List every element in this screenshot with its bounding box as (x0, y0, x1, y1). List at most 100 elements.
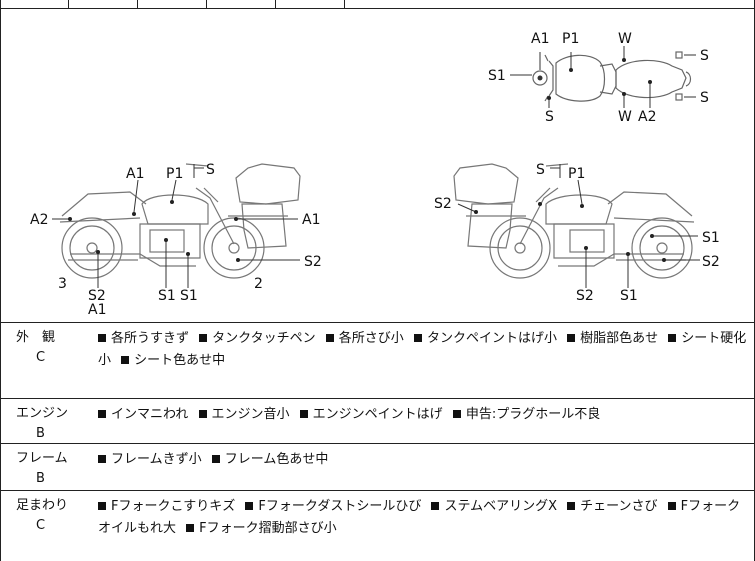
bullet-square-icon (199, 334, 208, 342)
inspection-row-engine: エンジン B インマニわれ エンジン音小 エンジンペイントはげ 申告:プラグホー… (0, 398, 755, 443)
bullet-square-icon (431, 502, 440, 510)
right-view-motorcycle (453, 163, 695, 279)
diagram-label: A1 (126, 166, 144, 182)
row-category: エンジン B (16, 404, 78, 444)
bullet-square-icon (98, 334, 106, 342)
bullet-square-icon (413, 334, 422, 342)
note-item: 各所さび小 (338, 331, 404, 346)
row-notes: Fフォークこすりキズ Fフォークダストシールひび ステムベアリングX チェーンさ… (98, 496, 748, 540)
table-divider (0, 443, 755, 444)
bullet-square-icon (567, 334, 576, 342)
row-notes: 各所うすきず タンクタッチペン 各所さび小 タンクペイントはげ小 樹脂部色あせ … (98, 328, 748, 372)
row-category: 外 観 C (16, 328, 78, 368)
category-name: エンジン (16, 406, 69, 421)
table-divider (0, 398, 755, 399)
note-item: 各所うすきず (111, 331, 190, 346)
diagram-label: S (536, 162, 545, 178)
note-item: シート色あせ中 (134, 353, 226, 368)
note-item: シート硬化小 (98, 331, 747, 368)
bullet-square-icon (198, 410, 207, 418)
diagram-label: S (700, 90, 709, 106)
diagram-label: S1 (158, 288, 176, 304)
note-item: ステムベアリングX (444, 499, 557, 514)
bullet-square-icon (567, 502, 576, 510)
bullet-square-icon (667, 502, 676, 510)
diagram-label: P1 (562, 31, 579, 47)
note-item: エンジン音小 (211, 407, 290, 422)
bullet-square-icon (452, 410, 461, 418)
diagram-label: A1 (531, 31, 549, 47)
note-item: チェーンさび (580, 499, 658, 514)
bullet-square-icon (299, 410, 308, 418)
note-item: フレームきず小 (111, 452, 202, 467)
diagram-label: 2 (254, 276, 263, 292)
note-item: Fフォークオイルもれ大 (98, 499, 741, 536)
diagram-label: A1 (302, 212, 320, 228)
bullet-square-icon (98, 410, 106, 418)
note-item: タンクペイントはげ小 (426, 331, 557, 346)
diagram-label: S (206, 162, 215, 178)
diagram-label: P1 (568, 166, 585, 182)
right-view-leaders (457, 164, 700, 288)
note-item: タンクタッチペン (212, 331, 316, 346)
category-name: フレーム (16, 451, 68, 466)
bullet-square-icon (668, 334, 677, 342)
category-grade: B (36, 426, 45, 441)
bullet-square-icon (211, 455, 220, 463)
diagram-label: S1 (620, 288, 638, 304)
note-item: エンジンペイントはげ (312, 407, 443, 422)
left-view-motorcycle (59, 163, 301, 279)
diagram-label: 3 (58, 276, 67, 292)
row-category: 足まわり C (16, 496, 78, 536)
diagram-label: W (618, 109, 632, 125)
row-notes: インマニわれ エンジン音小 エンジンペイントはげ 申告:プラグホール不良 (98, 404, 748, 426)
table-divider (68, 0, 69, 8)
top-view-dots (547, 58, 652, 100)
category-name: 足まわり (16, 498, 69, 513)
diagram-label: W (618, 31, 632, 47)
bullet-square-icon (245, 502, 254, 510)
inspection-row-exterior: 外 観 C 各所うすきず タンクタッチペン 各所さび小 タンクペイントはげ小 樹… (0, 322, 755, 398)
diagram-label: S2 (576, 288, 594, 304)
top-view-motorcycle (532, 51, 692, 102)
inspection-row-suspension: 足まわり C Fフォークこすりキズ Fフォークダストシールひび ステムベアリング… (0, 490, 755, 561)
note-item: Fフォーク摺動部さび小 (199, 521, 337, 536)
diagram-label: A1 (88, 302, 106, 318)
note-item: Fフォークダストシールひび (258, 499, 422, 514)
diagram-label: S2 (434, 196, 452, 212)
note-item: 申告:プラグホール不良 (465, 407, 601, 422)
category-grade: C (36, 350, 46, 365)
table-divider (206, 0, 207, 8)
right-view-dots (474, 202, 666, 262)
table-divider (0, 8, 755, 9)
note-item: インマニわれ (111, 407, 189, 422)
note-item: Fフォークこすりキズ (111, 499, 236, 514)
diagram-label: S2 (304, 254, 322, 270)
diagram-label: A2 (638, 109, 656, 125)
diagram-label: S2 (88, 288, 106, 304)
diagram-label: S1 (702, 230, 720, 246)
table-divider (275, 0, 276, 8)
bullet-square-icon (121, 356, 130, 364)
left-view-leaders (52, 164, 300, 288)
note-item: 樹脂部色あせ (580, 331, 659, 346)
diagram-label: S1 (488, 68, 506, 84)
table-divider (0, 322, 755, 323)
diagram-label: A2 (30, 212, 48, 228)
bullet-square-icon (98, 455, 106, 463)
table-divider (0, 490, 755, 491)
note-item: フレーム色あせ中 (224, 452, 329, 467)
category-grade: C (36, 518, 46, 533)
inspection-row-frame: フレーム B フレームきず小 フレーム色あせ中 (0, 443, 755, 490)
bullet-square-icon (98, 502, 106, 510)
category-name: 外 観 (16, 330, 56, 345)
diagram-label: S1 (180, 288, 198, 304)
bullet-square-icon (186, 524, 195, 532)
top-view-leaders (510, 46, 696, 108)
row-category: フレーム B (16, 449, 78, 489)
diagram-label: S (545, 109, 554, 125)
table-divider (344, 0, 345, 8)
diagram-label: S2 (702, 254, 720, 270)
diagram-label: S (700, 48, 709, 64)
